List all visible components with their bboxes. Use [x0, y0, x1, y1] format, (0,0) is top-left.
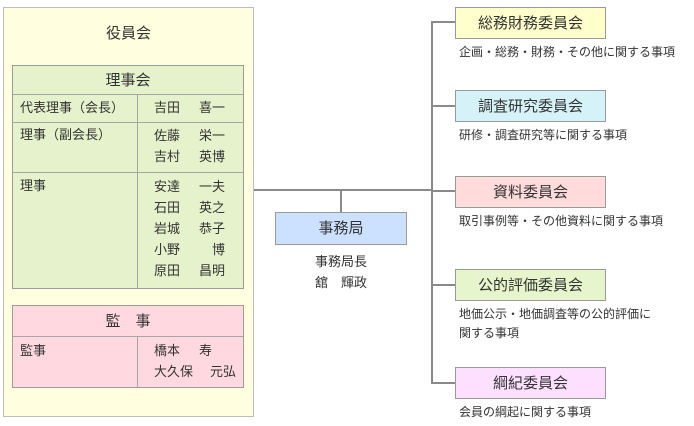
column-divider [137, 94, 138, 288]
riji-table-title: 理事会 [105, 71, 151, 89]
member-surname: 石田 [154, 201, 181, 216]
committee-box-general-affairs: 総務財務委員会 [455, 7, 606, 39]
member-given-name: 昌明 [199, 264, 226, 279]
board-title: 役員会 [105, 24, 151, 42]
member-surname: 安達 [154, 180, 181, 195]
committee-box-discipline: 綱紀委員会 [455, 367, 606, 399]
member-given-name: 英博 [199, 150, 226, 165]
member-surname: 吉田 [154, 101, 181, 116]
member-given-name: 英之 [199, 201, 226, 216]
secretariat-box: 事務局 [275, 212, 407, 245]
member-surname: 原田 [154, 264, 181, 279]
committee-box-research: 調査研究委員会 [455, 90, 606, 122]
divider [13, 172, 243, 173]
role-label: 監事 [20, 344, 47, 359]
member-surname: 橋本 [154, 344, 181, 359]
riji-table: 理事会 代表理事（会長） 吉田 喜一 理事（副会長） 佐藤 栄一 吉村 英博 理… [12, 65, 244, 289]
member-given-name: 喜一 [199, 101, 226, 116]
member-surname: 小野 [154, 243, 181, 258]
connector-secretariat-stem [340, 190, 342, 213]
member-given-name: 恭子 [199, 222, 226, 237]
member-surname: 佐藤 [154, 129, 181, 144]
divider [13, 336, 243, 337]
connector-branch-2 [431, 105, 455, 107]
role-label: 理事 [20, 179, 47, 194]
connector-branch-1 [431, 21, 455, 23]
divider [13, 94, 243, 95]
role-label: 代表理事（会長） [20, 101, 125, 116]
member-given-name: 一夫 [199, 180, 226, 195]
kanji-table: 監 事 監事 橋本 寿 大久保 元弘 [12, 305, 244, 388]
connector-branch-3 [431, 190, 455, 192]
connector-board-to-trunk [254, 189, 432, 191]
committee-desc-public-appraisal: 地価公示・地価調査等の公的評価に 関する事項 [459, 307, 652, 340]
committee-box-materials: 資料委員会 [455, 176, 606, 208]
member-given-name: 寿 [199, 344, 213, 359]
member-given-name: 元弘 [210, 365, 237, 380]
committee-desc-general-affairs: 企画・総務・財務・その他に関する事項 [459, 45, 676, 59]
committee-desc-materials: 取引事例等・その他資料に関する事項 [459, 214, 664, 228]
member-given-name: 栄一 [199, 129, 226, 144]
connector-branch-4 [431, 284, 455, 286]
member-given-name: 博 [212, 243, 226, 258]
secretariat-position: 事務局長 [314, 255, 367, 270]
divider [13, 122, 243, 123]
committee-desc-discipline: 会員の綱起に関する事項 [459, 405, 592, 419]
secretariat-head-name: 舘 輝政 [314, 276, 367, 291]
committee-box-public-appraisal: 公的評価委員会 [455, 269, 606, 301]
role-label: 理事（副会長） [20, 128, 112, 143]
member-surname: 吉村 [154, 150, 181, 165]
committee-desc-research: 研修・調査研究等に関する事項 [459, 128, 628, 142]
connector-branch-5 [431, 382, 455, 384]
kanji-table-title: 監 事 [105, 312, 151, 330]
member-surname: 岩城 [154, 222, 181, 237]
column-divider [137, 336, 138, 387]
member-surname: 大久保 [154, 365, 194, 380]
connector-trunk-vertical [431, 21, 433, 384]
